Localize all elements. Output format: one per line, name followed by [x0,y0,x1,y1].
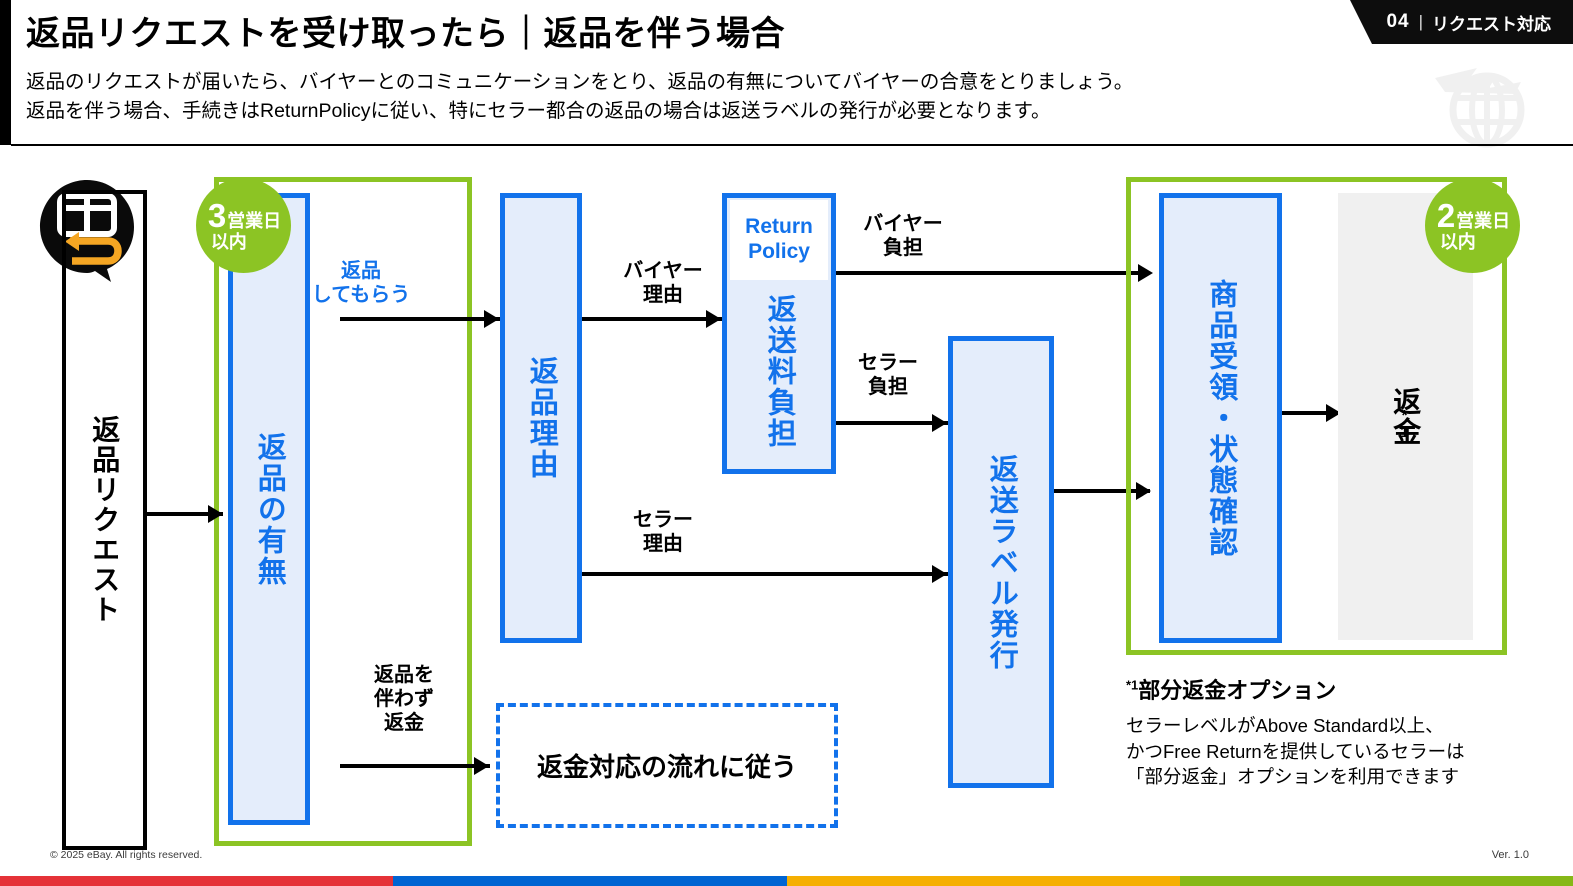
arrowhead-receive-check-to-refund [1326,404,1341,422]
footnote-title: *1部分返金オプション [1126,673,1336,705]
arrowhead-label-issue-to-receive-check [1136,482,1151,500]
page-subtitle-line-1: 返品のリクエストが届いたら、バイヤーとのコミュニケーションをとり、返品の有無につ… [26,71,1134,93]
arrow-label-issue-to-receive-check [1054,489,1150,493]
edge-label-seller-pays: セラー 負担 [858,351,918,399]
node-refund-label: 返金 [1338,193,1473,640]
node-return-reason-label: 返品理由 [525,356,558,480]
footer-brand-color-bar [0,876,1573,886]
node-return-policy-chip: Return Policy [730,200,828,280]
edge-label-return-it-line1: 返品 [341,260,381,282]
arrowhead-reason-to-label-issue-seller [932,565,947,583]
badge-3-line2: 以内 [210,232,247,253]
footer-copyright: © 2025 eBay. All rights reserved. [50,849,203,861]
arrow-return-required-to-reason [340,317,500,321]
arrow-policy-to-receive-buyer-pays [836,271,1148,275]
badge-3-line1: 営業日 [227,210,282,231]
node-refund-footnote-marker: *1 [1396,407,1413,441]
footnote-body: セラーレベルがAbove Standard以上、 かつFree Returnを提… [1126,713,1465,790]
arrowhead-policy-to-receive-buyer-pays [1138,264,1153,282]
section-tag: 04 | リクエスト対応 [1350,0,1573,44]
edge-label-return-it-line2: してもらう [311,284,411,306]
badge-3-number: 3 [207,196,227,234]
group-within-2-business-days [1126,177,1507,655]
arrowhead-reason-to-policy-buyer [706,310,721,328]
process-flow-diagram: 返品リクエスト 返品の有無 3 営業日 以内 返品 してもらう [0,146,1573,850]
badge-2-line2: 以内 [1439,232,1476,253]
footnote-marker: *1 [1126,677,1139,693]
edge-label-return-it: 返品 してもらう [312,259,410,307]
section-tag-separator: | [1418,12,1423,31]
arrow-return-required-to-refund-flow [340,764,490,768]
edge-label-buyer-pays: バイヤー 負担 [863,212,942,260]
node-return-required[interactable]: 返品の有無 [228,193,310,825]
node-return-policy-chip-line1: Return [745,215,813,239]
arrowhead-policy-to-label-issue-seller-pays [932,414,947,432]
edge-label-seller-pays-line1: セラー [858,352,918,374]
node-receive-and-inspect-label: 商品受領・状態確認 [1204,278,1237,558]
arrow-policy-to-label-issue-seller-pays [836,421,948,425]
node-follow-refund-flow[interactable]: 返金対応の流れに従う [496,703,838,828]
footer-bar-segment-green [1179,876,1573,886]
page-subtitle: 返品のリクエストが届いたら、バイヤーとのコミュニケーションをとり、返品の有無につ… [26,68,1133,127]
edge-label-buyer-reason: バイヤー 理由 [623,259,702,307]
footer-version: Ver. 1.0 [1491,849,1529,861]
edge-label-buyer-pays-line1: バイヤー [863,213,943,235]
node-return-reason[interactable]: 返品理由 [500,193,582,643]
edge-label-buyer-reason-line2: 理由 [643,284,683,306]
badge-2-business-days: 2 営業日 以内 [1425,178,1520,273]
node-return-required-label: 返品の有無 [253,431,286,587]
node-return-policy-chip-line2: Policy [748,240,810,263]
badge-2-line1: 営業日 [1456,210,1511,231]
section-tag-label: リクエスト対応 [1432,14,1551,34]
footnote-body-line2: かつFree Returnを提供しているセラーは [1126,740,1465,762]
footnote-body-line1: セラーレベルがAbove Standard以上、 [1126,715,1444,736]
node-return-request[interactable]: 返品リクエスト [62,190,147,850]
node-return-request-label: 返品リクエスト [89,415,121,625]
arrow-request-to-return-required [147,512,223,516]
edge-label-refund-without-return-line2: 伴わず [374,688,434,710]
footer-bar-segment-red [0,876,394,886]
footer-bar-segment-blue [393,876,787,886]
edge-label-refund-without-return-line1: 返品を [374,664,434,686]
header-divider [11,144,1573,146]
arrowhead-request-to-return-required [208,505,223,523]
edge-label-seller-reason-line2: 理由 [643,533,683,555]
edge-label-seller-reason-line1: セラー [633,509,693,531]
globe-airplane-icon [1435,68,1525,148]
node-follow-refund-flow-label: 返金対応の流れに従う [536,752,797,782]
section-tag-notch [1350,0,1373,44]
edge-label-seller-pays-line2: 負担 [868,376,908,398]
footnote-body-line3: 「部分返金」オプションを利用できます [1126,766,1460,788]
node-receive-and-inspect[interactable]: 商品受領・状態確認 [1159,193,1282,643]
node-issue-return-label[interactable]: 返送ラベル発行 [948,336,1054,788]
section-tag-number: 04 [1386,11,1410,32]
footnote-title-text: 部分返金オプション [1138,678,1337,703]
arrow-reason-to-policy-buyer [582,317,722,321]
page-title: 返品リクエストを受け取ったら｜返品を伴う場合 [26,15,785,53]
footer-bar-segment-yellow [786,876,1180,886]
edge-label-buyer-pays-line2: 負担 [883,237,923,259]
node-issue-return-label-text: 返送ラベル発行 [985,453,1018,671]
arrowhead-return-required-to-reason [484,310,499,328]
header-left-accent-bar [0,0,11,145]
node-return-shipping-fee-owner-label: 返送料負担 [763,293,796,449]
page-subtitle-line-2: 返品を伴う場合、手続きはReturnPolicyに従い、特にセラー都合の返品の場… [26,100,1051,123]
arrow-reason-to-label-issue-seller [582,572,948,576]
node-refund-text: 返金 [1390,386,1422,447]
badge-3-business-days: 3 営業日 以内 [196,178,291,273]
arrow-receive-check-to-refund [1282,411,1340,415]
badge-2-number: 2 [1436,196,1456,234]
arrowhead-return-required-to-refund-flow [474,757,489,775]
edge-label-buyer-reason-line1: バイヤー [623,260,703,282]
edge-label-seller-reason: セラー 理由 [633,508,693,556]
edge-label-refund-without-return: 返品を 伴わず 返金 [374,663,434,735]
edge-label-refund-without-return-line3: 返金 [384,712,424,734]
